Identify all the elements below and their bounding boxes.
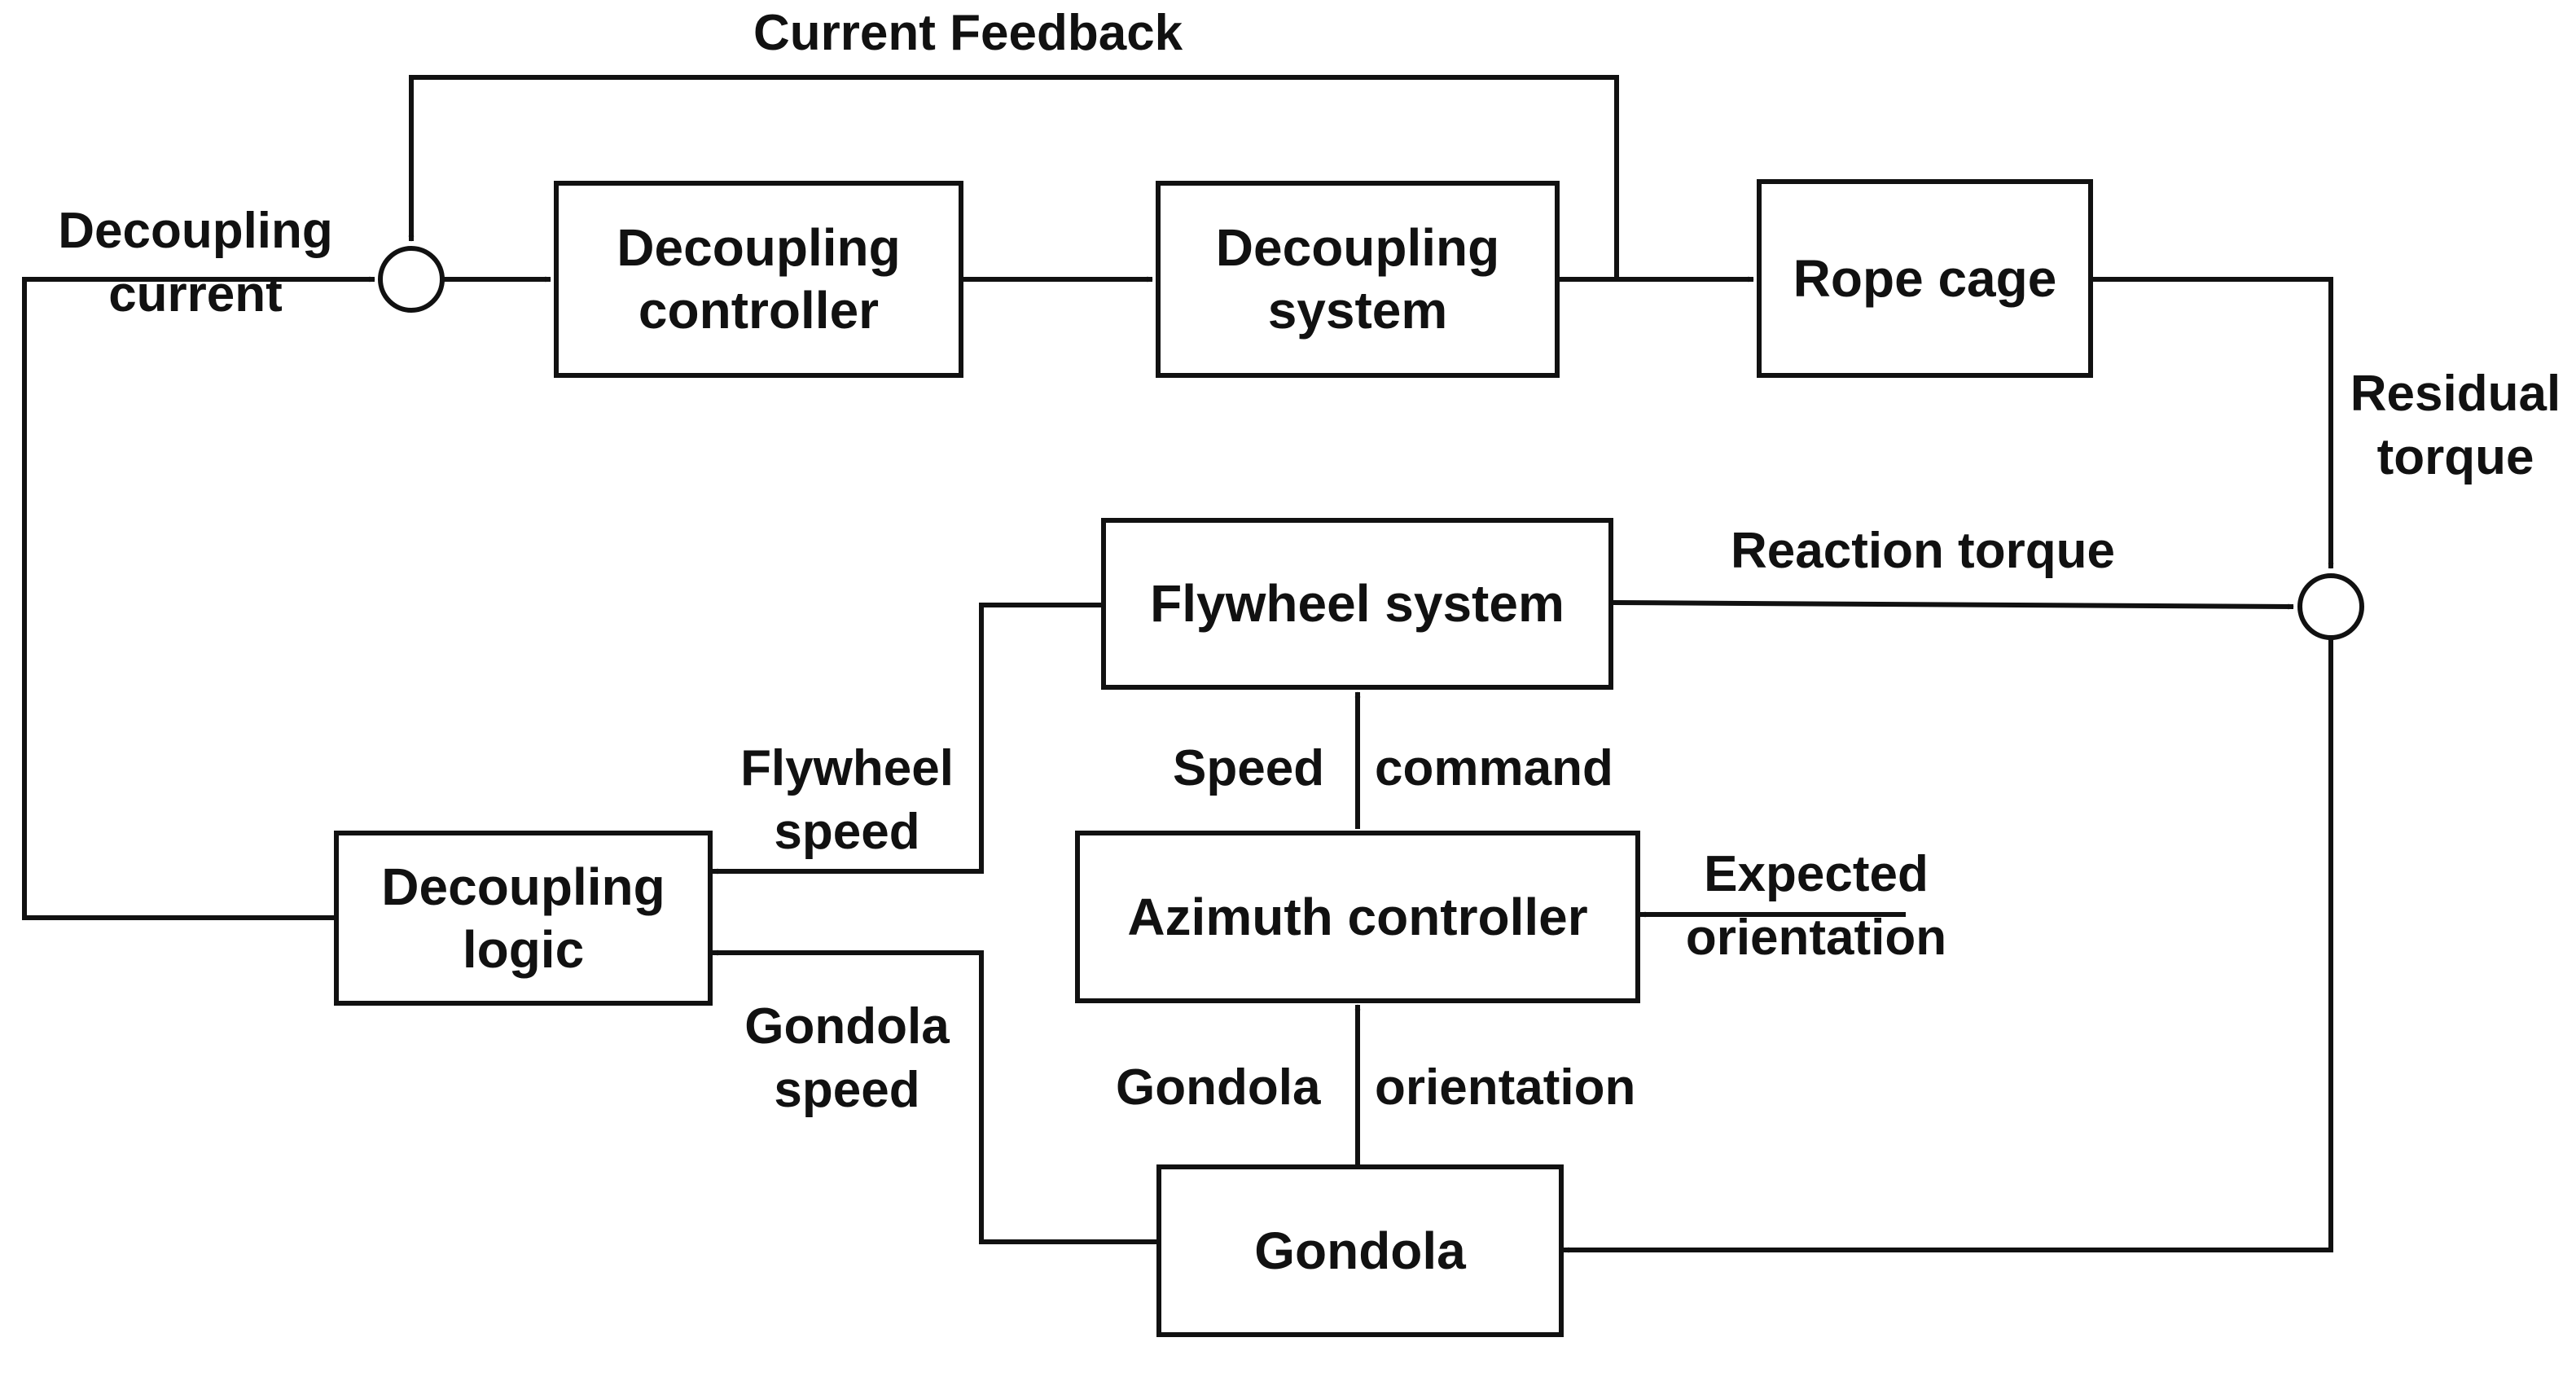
speed-command-label-left: Speed [1173, 740, 1325, 796]
gondola-block: Gondola [1156, 1164, 1564, 1337]
expected-orientation-label: Expected orientation [1685, 846, 1947, 966]
wire-to-gondola [1563, 638, 2333, 1253]
decoupling-controller-label: Decoupling controller [617, 218, 901, 340]
flywheel-speed-label: Flywheel speed [740, 740, 954, 860]
wire-flywheel-speed [712, 603, 1101, 875]
azimuth-controller-label: Azimuth controller [1127, 887, 1588, 946]
gondola-orientation-label-left: Gondola [1116, 1059, 1321, 1116]
flywheel-system-label: Flywheel system [1150, 574, 1564, 634]
reaction-torque-label: Reaction torque [1731, 523, 2115, 579]
wire-logic-to-current [22, 277, 334, 920]
wire-gondola-speed [712, 949, 1156, 1244]
decoupling-current-label: Decoupling current [58, 203, 333, 322]
flywheel-system-block: Flywheel system [1101, 518, 1613, 690]
summing-junction-torque [2297, 573, 2364, 640]
gondola-speed-label: Gondola speed [744, 998, 950, 1118]
rope-cage-label: Rope cage [1793, 248, 2057, 308]
wire-residual-torque [2093, 277, 2334, 569]
speed-command-label-right: command [1375, 740, 1613, 796]
gondola-label: Gondola [1254, 1221, 1466, 1280]
decoupling-logic-block: Decoupling logic [334, 831, 713, 1006]
summing-junction-current [378, 246, 445, 313]
azimuth-controller-block: Azimuth controller [1075, 831, 1640, 1003]
decoupling-logic-label: Decoupling logic [381, 857, 665, 979]
rope-cage-block: Rope cage [1757, 179, 2093, 378]
wire-reaction-torque [1613, 600, 2294, 610]
decoupling-system-label: Decoupling system [1215, 218, 1500, 340]
residual-torque-label: Residual torque [2350, 366, 2561, 485]
gondola-orientation-label-right: orientation [1375, 1059, 1636, 1116]
current-feedback-label: Current Feedback [753, 5, 1183, 61]
decoupling-system-block: Decoupling system [1156, 181, 1560, 378]
wire-current-feedback [408, 75, 1619, 279]
decoupling-controller-block: Decoupling controller [554, 181, 963, 378]
